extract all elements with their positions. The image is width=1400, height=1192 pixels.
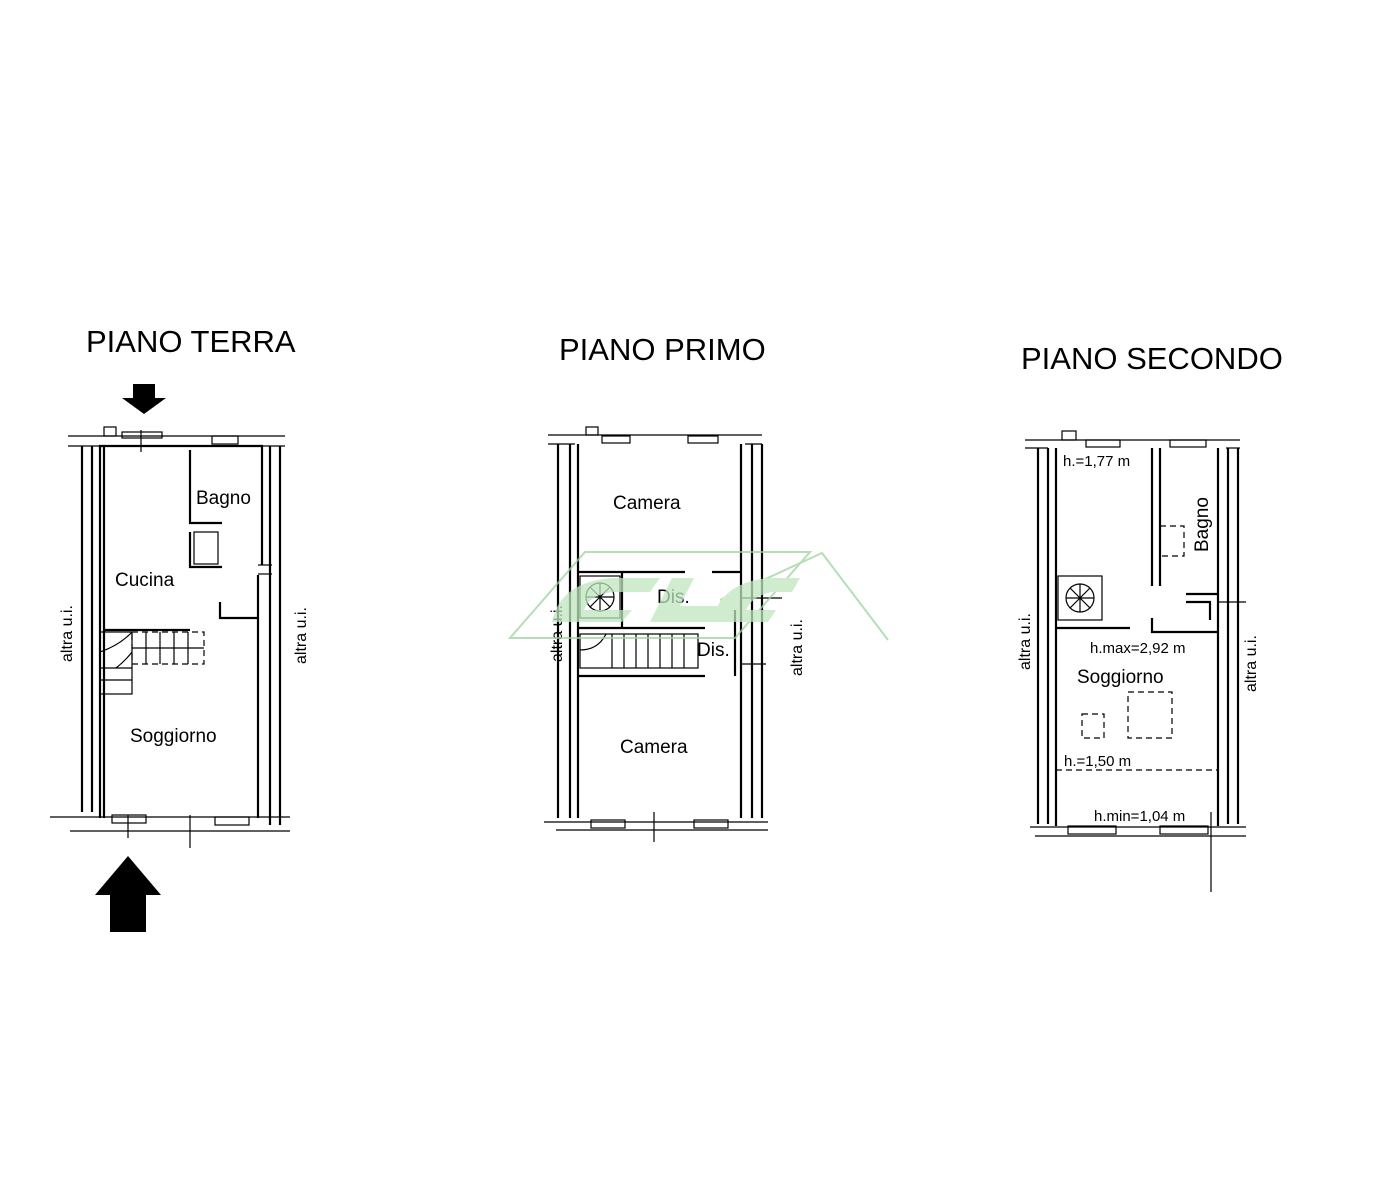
side-label-right: altra u.i.	[789, 619, 806, 676]
main-entrance-arrow-icon	[95, 856, 161, 932]
room-label-bagno: Bagno	[196, 488, 251, 509]
height-label-max: h.max=2,92 m	[1090, 640, 1185, 657]
height-label-min: h.min=1,04 m	[1094, 808, 1185, 825]
room-label-soggiorno: Soggiorno	[1077, 667, 1164, 688]
first-floor-plan: PIANO PRIMO	[544, 332, 806, 842]
room-label-camera-top: Camera	[613, 493, 681, 514]
ground-floor-plan: PIANO TERRA	[50, 324, 310, 932]
room-label-bagno: Bagno	[1192, 497, 1213, 552]
entrance-arrow-icon	[122, 384, 166, 414]
side-label-left: altra u.i.	[1017, 613, 1034, 670]
second-floor-title: PIANO SECONDO	[1021, 341, 1283, 376]
room-label-dis-lower: Dis.	[697, 640, 730, 661]
side-label-left: altra u.i.	[59, 605, 76, 662]
side-label-right: altra u.i.	[1243, 635, 1260, 692]
first-floor-title: PIANO PRIMO	[559, 332, 766, 367]
second-floor-plan: PIANO SECONDO	[1017, 341, 1283, 892]
watermark-logo	[507, 551, 889, 641]
room-label-soggiorno: Soggiorno	[130, 726, 217, 747]
height-label-top: h.=1,77 m	[1063, 453, 1130, 470]
ground-floor-title: PIANO TERRA	[86, 324, 296, 359]
room-label-cucina: Cucina	[115, 570, 175, 591]
height-label-mid: h.=1,50 m	[1064, 753, 1131, 770]
room-label-camera-bottom: Camera	[620, 737, 688, 758]
side-label-right: altra u.i.	[293, 607, 310, 664]
